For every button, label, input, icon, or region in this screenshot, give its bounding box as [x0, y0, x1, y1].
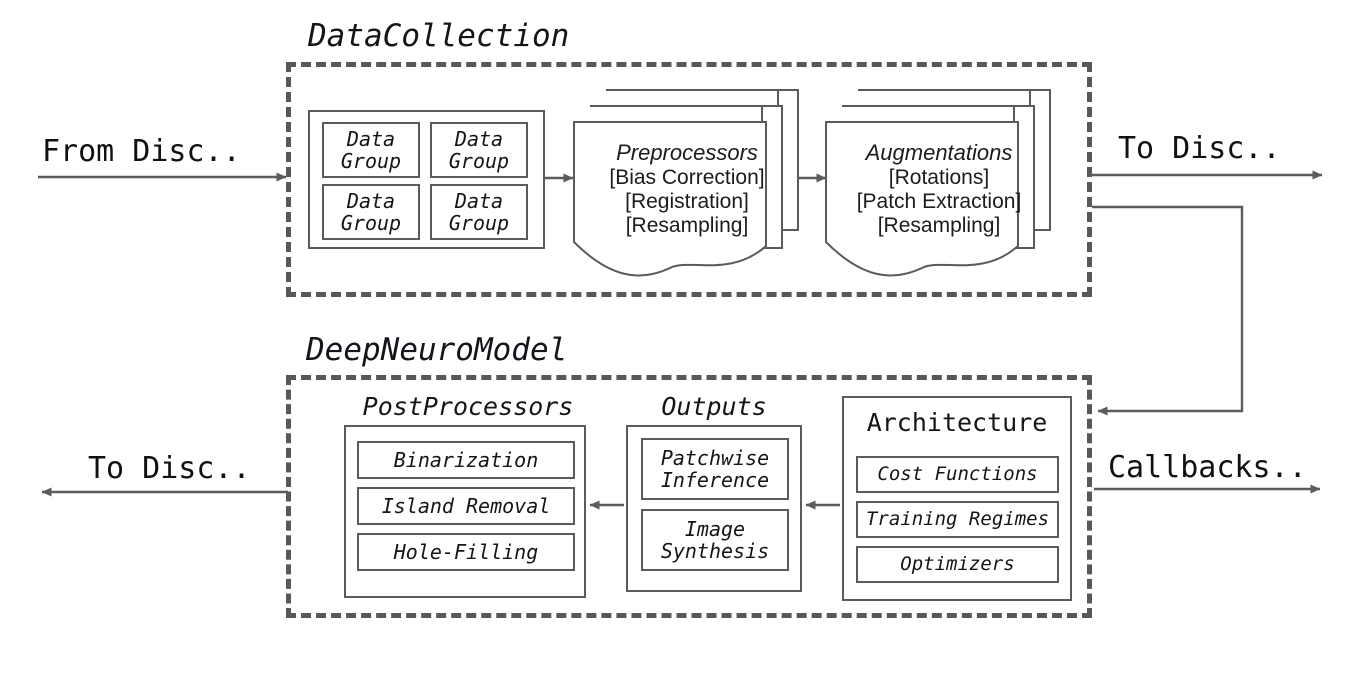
postprocessor-item[interactable]: Island Removal — [357, 487, 575, 525]
group-deep-neuro-model — [286, 375, 1092, 618]
data-group-cell[interactable]: Data Group — [430, 184, 528, 240]
group-title-deep-neuro-model: DeepNeuroModel — [306, 332, 568, 368]
data-group-line2: Group — [448, 149, 510, 173]
io-label-from-disc: From Disc.. — [42, 134, 241, 169]
data-group-line2: Group — [448, 211, 510, 235]
data-group-cell[interactable]: Data Group — [322, 184, 420, 240]
architecture-item[interactable]: Cost Functions — [856, 456, 1059, 493]
data-group-cell[interactable]: Data Group — [430, 122, 528, 178]
output-item-line2: Synthesis — [660, 539, 770, 563]
augmentations-title: Augmentations — [865, 140, 1013, 165]
architecture-label: Architecture — [866, 408, 1048, 437]
architecture-item[interactable]: Optimizers — [856, 546, 1059, 583]
architecture-item[interactable]: Training Regimes — [856, 501, 1059, 538]
architecture-panel: Architecture Cost Functions Training Reg… — [842, 396, 1072, 601]
group-data-collection — [286, 62, 1092, 297]
data-group-line1: Data — [346, 126, 396, 151]
preprocessors-item: [Registration] — [625, 189, 749, 213]
data-group-line2: Group — [340, 149, 402, 173]
data-group-line1: Data — [454, 188, 504, 213]
postprocessors-panel: Binarization Island Removal Hole-Filling — [344, 425, 586, 598]
preprocessors-item: [Resampling] — [625, 214, 749, 238]
preprocessors-stack[interactable]: Preprocessors [Bias Correction] [Registr… — [570, 82, 804, 282]
io-label-callbacks: Callbacks.. — [1108, 450, 1307, 485]
preprocessors-stack-shape — [573, 89, 799, 277]
output-item-line1: Image — [684, 516, 746, 541]
data-group-line2: Group — [340, 211, 402, 235]
augmentations-item: [Resampling] — [877, 214, 1001, 238]
outputs-panel: Patchwise Inference Image Synthesis — [626, 425, 802, 592]
output-item-line1: Patchwise — [660, 445, 770, 470]
group-title-data-collection: DataCollection — [308, 18, 570, 54]
data-group-line1: Data — [454, 126, 504, 151]
io-label-to-disc-top-right: To Disc.. — [1118, 131, 1281, 166]
preprocessors-title: Preprocessors — [616, 140, 758, 165]
arrow-data-to-model-feedback — [1092, 205, 1244, 416]
data-group-line1: Data — [346, 188, 396, 213]
augmentations-item: [Rotations] — [888, 165, 990, 189]
postprocessor-item[interactable]: Hole-Filling — [357, 533, 575, 571]
augmentations-item: [Patch Extraction] — [856, 189, 1022, 213]
data-group-panel: Data Group Data Group Data Group Data Gr… — [308, 110, 545, 249]
augmentations-stack[interactable]: Augmentations [Rotations] [Patch Extract… — [822, 82, 1056, 282]
data-group-cell[interactable]: Data Group — [322, 122, 420, 178]
output-item-line2: Inference — [660, 468, 770, 492]
output-item[interactable]: Patchwise Inference — [641, 438, 789, 500]
output-item[interactable]: Image Synthesis — [641, 509, 789, 571]
postprocessors-label: PostProcessors — [362, 392, 574, 421]
preprocessors-item: [Bias Correction] — [609, 165, 765, 189]
augmentations-stack-shape — [825, 89, 1051, 277]
io-label-to-disc-bottom-left: To Disc.. — [88, 451, 251, 486]
postprocessor-item[interactable]: Binarization — [357, 441, 575, 479]
outputs-label: Outputs — [661, 392, 767, 421]
